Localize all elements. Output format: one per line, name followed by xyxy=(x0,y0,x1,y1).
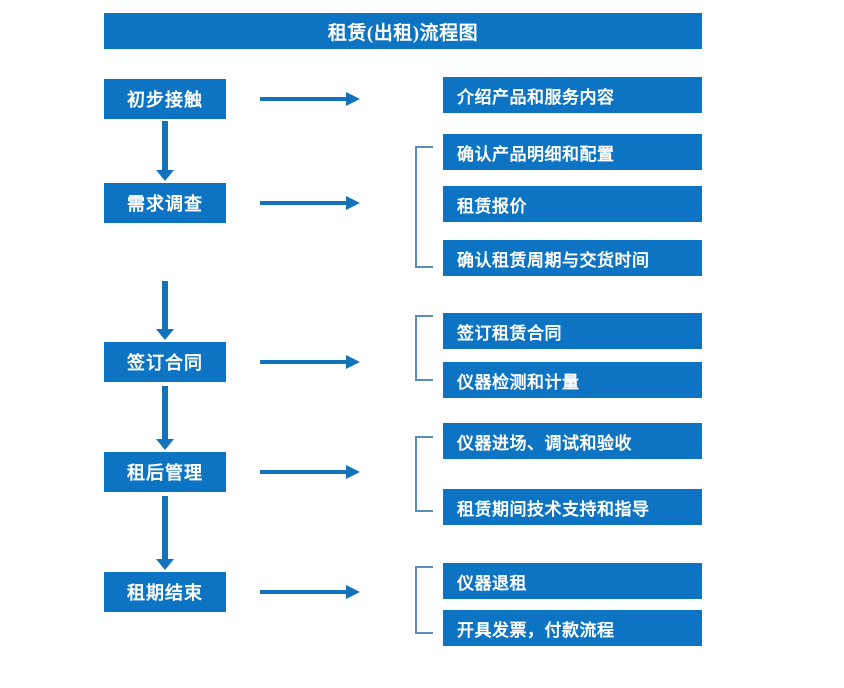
detail-arrow-right-3 xyxy=(260,355,360,369)
stage-label: 租期结束 xyxy=(127,583,203,603)
stage-box-5[interactable]: 租期结束 xyxy=(104,572,226,612)
detail-label: 租赁期间技术支持和指导 xyxy=(457,499,650,519)
detail-arrow-right-4 xyxy=(260,465,360,479)
detail-box-8[interactable]: 租赁期间技术支持和指导 xyxy=(443,489,702,525)
detail-label: 租赁报价 xyxy=(457,196,527,216)
stage-label: 初步接触 xyxy=(127,90,203,110)
detail-label: 开具发票，付款流程 xyxy=(457,620,615,640)
detail-label: 确认产品明细和配置 xyxy=(457,144,615,164)
detail-box-3[interactable]: 租赁报价 xyxy=(443,186,702,222)
page-title: 租赁(出租)流程图 xyxy=(104,13,702,49)
stage-box-4[interactable]: 租后管理 xyxy=(104,452,226,492)
flow-arrow-down-1 xyxy=(156,121,174,181)
detail-label: 介绍产品和服务内容 xyxy=(457,87,615,107)
detail-box-10[interactable]: 开具发票，付款流程 xyxy=(443,610,702,646)
stage-box-2[interactable]: 需求调查 xyxy=(104,183,226,223)
detail-label: 仪器检测和计量 xyxy=(457,372,580,392)
detail-arrow-right-2 xyxy=(260,196,360,210)
bracket-group-2 xyxy=(415,146,433,268)
bracket-group-3 xyxy=(415,315,433,381)
bracket-group-5 xyxy=(415,566,433,634)
detail-arrow-right-1 xyxy=(260,92,360,106)
detail-box-1[interactable]: 介绍产品和服务内容 xyxy=(443,77,702,113)
bracket-group-4 xyxy=(415,436,433,512)
detail-box-7[interactable]: 仪器进场、调试和验收 xyxy=(443,423,702,459)
detail-box-5[interactable]: 签订租赁合同 xyxy=(443,313,702,349)
detail-box-9[interactable]: 仪器退租 xyxy=(443,563,702,599)
detail-label: 确认租赁周期与交货时间 xyxy=(457,250,650,270)
stage-box-3[interactable]: 签订合同 xyxy=(104,342,226,382)
stage-label: 需求调查 xyxy=(127,194,203,214)
detail-box-4[interactable]: 确认租赁周期与交货时间 xyxy=(443,240,702,276)
flow-arrow-down-2 xyxy=(156,281,174,340)
stage-label: 租后管理 xyxy=(127,463,203,483)
detail-arrow-right-5 xyxy=(260,585,360,599)
stage-box-1[interactable]: 初步接触 xyxy=(104,79,226,119)
flow-arrow-down-3 xyxy=(156,386,174,450)
flow-arrow-down-4 xyxy=(156,496,174,570)
detail-label: 仪器进场、调试和验收 xyxy=(457,433,632,453)
detail-label: 签订租赁合同 xyxy=(457,323,562,343)
stage-label: 签订合同 xyxy=(127,353,203,373)
detail-box-2[interactable]: 确认产品明细和配置 xyxy=(443,134,702,170)
detail-box-6[interactable]: 仪器检测和计量 xyxy=(443,362,702,398)
detail-label: 仪器退租 xyxy=(457,573,527,593)
